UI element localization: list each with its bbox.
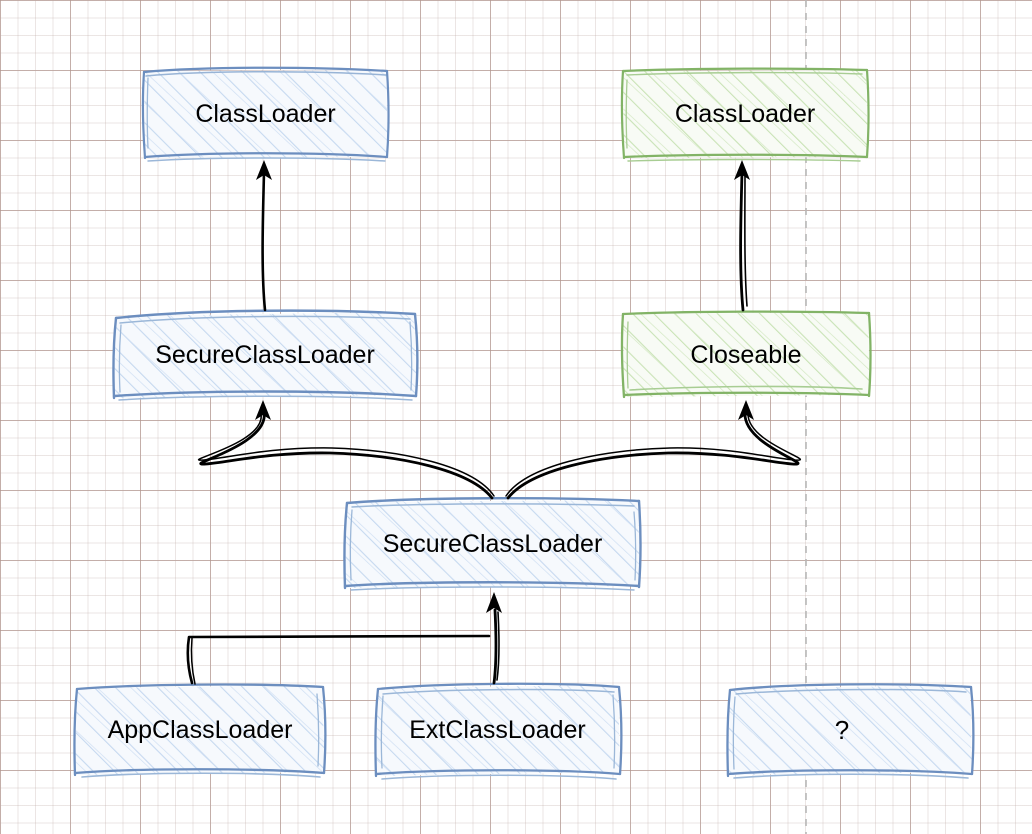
edge-secure-to-classloader — [256, 160, 272, 312]
node-classloader-top-left[interactable] — [141, 66, 390, 162]
node-closeable[interactable] — [620, 310, 872, 399]
node-classloader-top-right[interactable] — [620, 67, 870, 162]
edge-core-to-secure — [197, 400, 495, 500]
node-appclassloader[interactable] — [73, 683, 327, 778]
node-extclassloader[interactable] — [374, 682, 623, 780]
edge-ext-to-core — [486, 592, 502, 685]
node-secureclassloader-core[interactable] — [343, 497, 642, 591]
node-secureclassloader-mid[interactable] — [112, 309, 419, 401]
node-unknown[interactable] — [726, 683, 975, 779]
edge-closeable-to-classloader — [734, 160, 750, 312]
edge-app-to-core — [186, 634, 491, 685]
edge-core-to-closeable — [505, 400, 802, 500]
